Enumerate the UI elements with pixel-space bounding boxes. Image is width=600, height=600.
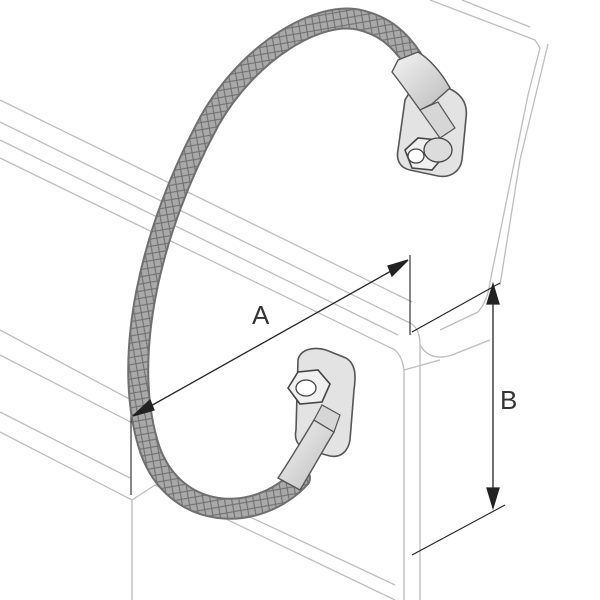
upper-terminal — [391, 51, 468, 178]
right-face-lower — [403, 359, 441, 371]
rail-mid-outer — [0, 139, 399, 336]
upper-washer — [423, 137, 453, 163]
upper-channel-side — [489, 47, 541, 283]
rail-low-c — [0, 411, 131, 479]
braided-strap-cable — [127, 7, 423, 520]
rail-low-d — [0, 431, 133, 501]
tray-structure — [0, 0, 549, 600]
upper-sleeve — [391, 51, 451, 111]
upper-channel-top-edge — [429, 0, 541, 49]
rail-top-inner — [0, 121, 413, 325]
extension-lines — [130, 255, 506, 556]
upper-channel-inner-side — [499, 43, 549, 286]
right-face-top — [419, 339, 491, 358]
lower-sleeve-neck — [313, 404, 341, 433]
dimension-a-arrowhead-left — [132, 398, 155, 417]
dimension-b-arrowhead-top — [486, 281, 500, 305]
lower-bolt-nut — [287, 369, 331, 405]
rail-mid-inner — [0, 157, 396, 351]
dimension-a-line — [139, 265, 401, 413]
braided-strap-texture — [129, 9, 421, 518]
front-channel-lip — [394, 349, 405, 600]
rail-low-a — [0, 329, 151, 411]
lower-bolt-end — [295, 379, 317, 397]
dimension-arrows — [132, 259, 500, 511]
upper-bolt-end — [407, 148, 425, 164]
dimension-b-label: B — [500, 385, 517, 415]
bottom-channel-edge — [131, 484, 396, 600]
extension-line-b-bottom — [411, 504, 506, 556]
braided-strap — [127, 7, 423, 520]
rail-low-b — [0, 354, 151, 433]
upper-sleeve-neck — [419, 101, 456, 139]
channel-connector — [439, 281, 491, 331]
front-channel-lip-inner — [411, 323, 421, 600]
dimension-b-arrowhead-bottom — [486, 487, 500, 511]
upper-bolt-nut — [404, 137, 453, 171]
rail-top-outer — [0, 99, 413, 303]
dimension-a-label: A — [252, 300, 270, 330]
dimension-a-arrowhead-right — [387, 259, 409, 278]
extension-line-b-top — [411, 282, 501, 333]
lower-terminal — [276, 347, 356, 491]
upper-channel-flange — [461, 0, 531, 28]
